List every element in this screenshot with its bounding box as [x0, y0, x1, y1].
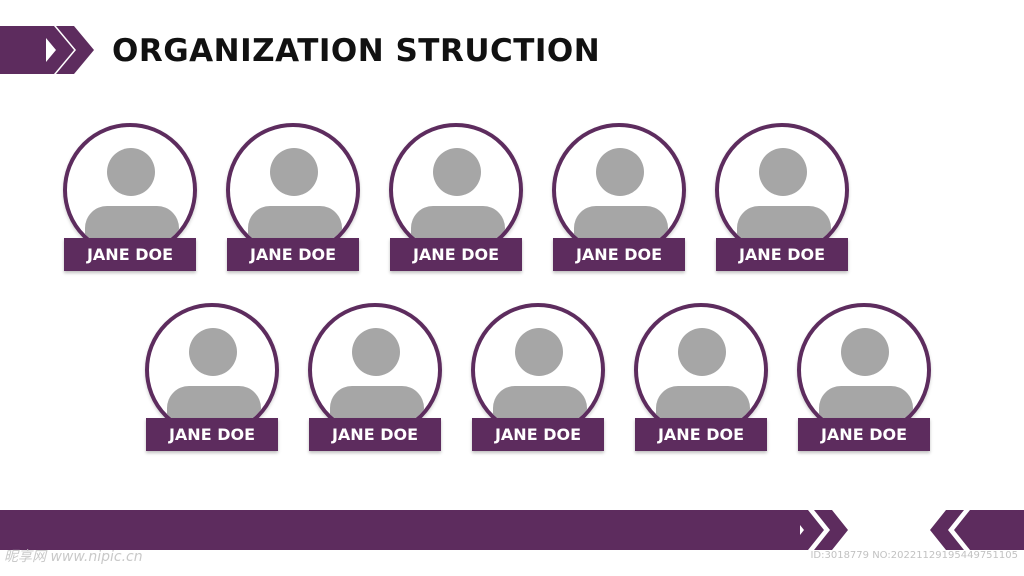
member-card[interactable]: JANE DOE: [551, 123, 686, 273]
person-silhouette-icon: [67, 127, 193, 253]
footer-band: [0, 510, 800, 550]
member-name: JANE DOE: [309, 418, 441, 451]
member-name: JANE DOE: [390, 238, 522, 271]
person-silhouette-icon: [393, 127, 519, 253]
member-card[interactable]: JANE DOE: [714, 123, 849, 273]
double-chevron-right-icon: [788, 510, 848, 550]
person-silhouette-icon: [556, 127, 682, 253]
double-chevron-left-icon: [930, 510, 1024, 550]
avatar-frame: [226, 123, 360, 257]
avatar-frame: [145, 303, 279, 437]
watermark-id: ID:3018779 NO:20221129195449751105: [810, 550, 1018, 561]
person-silhouette-icon: [475, 307, 601, 433]
member-name: JANE DOE: [635, 418, 767, 451]
member-name: JANE DOE: [64, 238, 196, 271]
avatar-frame: [552, 123, 686, 257]
member-name: JANE DOE: [146, 418, 278, 451]
member-card[interactable]: JANE DOE: [307, 303, 442, 453]
member-card[interactable]: JANE DOE: [144, 303, 279, 453]
person-silhouette-icon: [312, 307, 438, 433]
member-card[interactable]: JANE DOE: [633, 303, 768, 453]
member-card[interactable]: JANE DOE: [796, 303, 931, 453]
member-name: JANE DOE: [798, 418, 930, 451]
page-title: ORGANIZATION STRUCTION: [112, 33, 601, 69]
member-card[interactable]: JANE DOE: [62, 123, 197, 273]
watermark-site: 昵享网 www.nipic.cn: [4, 549, 143, 565]
member-card[interactable]: JANE DOE: [388, 123, 523, 273]
avatar-frame: [715, 123, 849, 257]
avatar-frame: [63, 123, 197, 257]
avatar-frame: [308, 303, 442, 437]
member-name: JANE DOE: [553, 238, 685, 271]
person-silhouette-icon: [149, 307, 275, 433]
avatar-frame: [634, 303, 768, 437]
member-card[interactable]: JANE DOE: [470, 303, 605, 453]
member-card[interactable]: JANE DOE: [225, 123, 360, 273]
member-name: JANE DOE: [227, 238, 359, 271]
member-name: JANE DOE: [716, 238, 848, 271]
person-silhouette-icon: [230, 127, 356, 253]
person-silhouette-icon: [801, 307, 927, 433]
header-band: [0, 26, 46, 74]
double-chevron-right-icon: [36, 26, 94, 74]
avatar-frame: [797, 303, 931, 437]
person-silhouette-icon: [638, 307, 764, 433]
avatar-frame: [389, 123, 523, 257]
person-silhouette-icon: [719, 127, 845, 253]
avatar-frame: [471, 303, 605, 437]
member-name: JANE DOE: [472, 418, 604, 451]
